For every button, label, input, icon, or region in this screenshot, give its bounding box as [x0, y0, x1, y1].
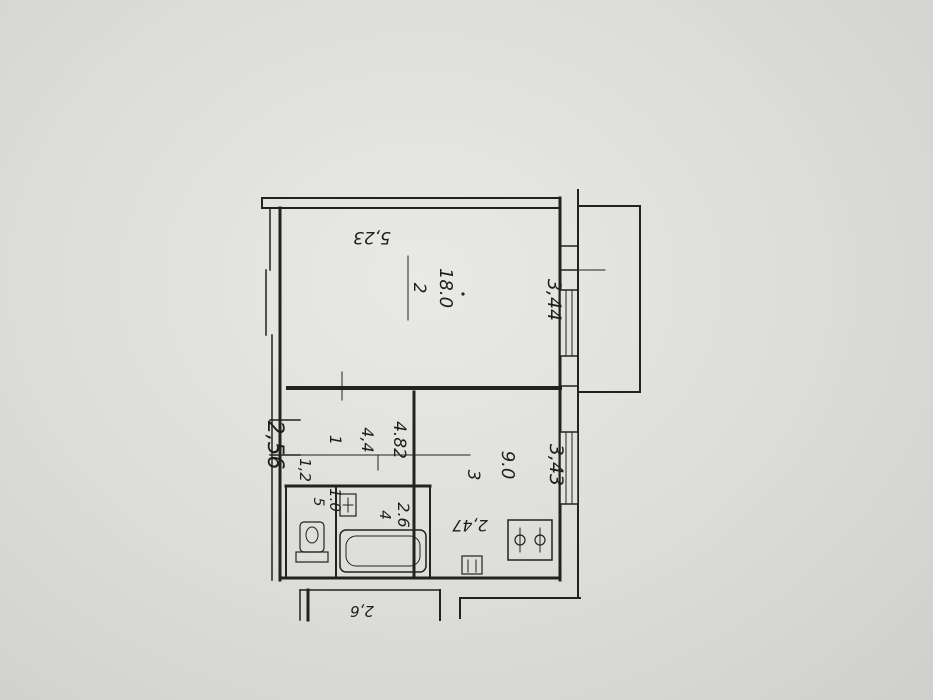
room-3-area: 9.0	[497, 451, 518, 480]
room-1-area: 4.82	[389, 421, 409, 459]
ceiling-height-label: 2,56	[262, 421, 287, 470]
room-3-length: 3,43	[545, 444, 567, 486]
room-4-number: 4	[376, 510, 394, 520]
window-upper	[559, 289, 579, 357]
room-center-dot	[461, 292, 465, 296]
room-5-number: 5	[310, 498, 326, 507]
kitchen-stove	[507, 519, 553, 561]
toilet	[295, 521, 329, 563]
window-lower	[559, 431, 579, 505]
room-2-width: 3,44	[543, 279, 565, 321]
room-5-length: 1,2	[296, 458, 314, 482]
top-wall	[261, 197, 561, 209]
room-1-length: 4,4	[358, 427, 377, 452]
room-2-length: 5,23	[353, 227, 391, 247]
room-2-number: 2	[409, 283, 429, 294]
room-4-area: 2.6	[394, 502, 413, 527]
room-2-area: 18.0	[435, 268, 456, 308]
room-1-number: 1	[326, 435, 345, 445]
floor-plan	[261, 189, 641, 622]
entrance-door	[269, 419, 301, 456]
balcony	[577, 205, 641, 393]
bathroom-sink	[339, 493, 357, 517]
room-3-number: 3	[463, 470, 483, 481]
bathtub	[339, 529, 427, 573]
room-3-width: 2,47	[451, 516, 487, 535]
room-labels: 5,23 2 18.0 3,44 1 4,4 4.82 3 9.0 3,43	[262, 227, 567, 620]
kitchen-sink	[461, 555, 483, 575]
room-5-area: 1.0	[326, 488, 344, 512]
lower-area-label: 2,6	[350, 602, 374, 620]
